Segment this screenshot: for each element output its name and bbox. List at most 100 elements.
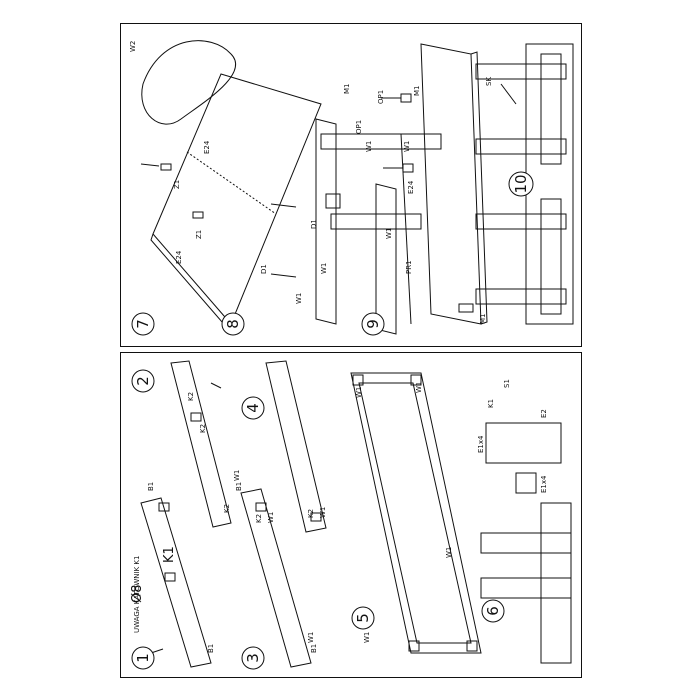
screw-step8-b: [270, 273, 297, 278]
label-e2: E2: [540, 409, 548, 418]
label-w1-a: W1: [320, 263, 328, 274]
frame-step10: [525, 43, 574, 325]
label-pr1: PR1: [405, 260, 413, 274]
label-w1-g: W1: [445, 547, 453, 558]
assembly-panel-steps-1-6: 1 2 3 4 5 6 UWAGA KĄTOWNIK K1 K1 Ø8 B1: [120, 352, 582, 678]
label-w1-b: W1: [267, 512, 275, 523]
joining-plate-1: [160, 163, 172, 171]
step-3-badge: 3: [241, 646, 265, 670]
label-w1-h: W1: [363, 632, 371, 643]
bracket-k2-step2: [190, 412, 202, 422]
step-3-number: 3: [244, 653, 262, 663]
step-5-badge: 5: [351, 606, 375, 630]
step-10-number: 10: [512, 174, 530, 193]
leveler-foot-2: [402, 163, 414, 173]
screw-step10: [500, 83, 517, 105]
tabletop-panel-step7: [152, 73, 322, 325]
screw-step7: [140, 163, 160, 167]
bracket-k1b-step1: [164, 572, 176, 582]
assembly-panel-steps-7-10: 7 8 9 10 W2 Z1 Z1 E24 E24 D1 D1 W1 W1 M1…: [120, 23, 582, 347]
step-1-number: 1: [134, 653, 152, 663]
label-e1x4-a: E1x4: [477, 435, 485, 453]
label-e24-b: E24: [175, 250, 183, 264]
label-e24-a: E24: [203, 140, 211, 154]
leg-step10-d: [475, 288, 567, 305]
step-6-number: 6: [484, 606, 502, 616]
step-9-badge: 9: [361, 312, 385, 336]
leg-step8-b: [375, 183, 397, 335]
corner-bracket-step8: [325, 193, 341, 209]
label-m1-c: M1: [479, 314, 487, 325]
rail-step8-a: [320, 133, 442, 150]
detail-cloud-outline: [141, 40, 237, 125]
rail-step2: [170, 360, 232, 528]
apron-step10-b: [540, 198, 562, 315]
label-k2-b: K2: [199, 424, 207, 433]
tabletop-edge-step7: [150, 233, 232, 331]
corner-step5-b: [410, 374, 422, 386]
leg-step8-a: [315, 118, 337, 325]
step-5-number: 5: [354, 613, 372, 623]
tabletop-joint-line: [186, 151, 277, 215]
corner-step5-c: [466, 640, 478, 652]
corner-step5-a: [352, 374, 364, 386]
step-2-badge: 2: [131, 369, 155, 393]
label-b1-d: B1: [310, 644, 318, 653]
label-m1-b: M1: [413, 86, 421, 97]
leg-step10-a: [475, 63, 567, 80]
leveler-step6: [515, 472, 537, 494]
step-10-badge: 10: [508, 171, 534, 197]
leg-step10-c: [475, 213, 567, 230]
bracket-k2-step3: [255, 502, 267, 512]
frame-inner-step5: [358, 382, 472, 644]
rail-step3: [240, 488, 312, 668]
leg-step6-b: [480, 577, 572, 599]
label-m1-a: M1: [343, 84, 351, 95]
leveler-foot-1: [400, 93, 412, 103]
label-k1-big: K1: [162, 546, 177, 563]
label-s1: S1: [503, 379, 511, 388]
label-e1x4-b: E1x4: [540, 475, 548, 493]
step-7-number: 7: [134, 319, 152, 329]
apron-step10-a: [540, 53, 562, 165]
screw-step8-a: [270, 203, 297, 208]
label-k2-e: K2: [307, 509, 315, 518]
label-sk: SK: [485, 77, 493, 86]
frame-step6: [540, 502, 572, 664]
rail-step4: [265, 360, 327, 533]
step-4-number: 4: [244, 403, 262, 413]
step-8-number: 8: [224, 319, 242, 329]
step-2-number: 2: [134, 376, 152, 386]
label-k2-a: K2: [187, 392, 195, 401]
label-w1-d: W1: [319, 507, 327, 518]
label-w2: W2: [129, 41, 137, 52]
rail-step8-b: [330, 213, 422, 230]
label-w1-a: W1: [233, 470, 241, 481]
step-4-badge: 4: [241, 396, 265, 420]
label-k1-c: K1: [487, 399, 495, 408]
label-d1-b: D1: [310, 219, 318, 229]
leg-step6-a: [480, 532, 572, 554]
label-z1-b: Z1: [195, 230, 203, 239]
label-w1-b: W1: [295, 293, 303, 304]
frame-step5: [350, 372, 482, 654]
label-e24-c: E24: [407, 180, 415, 194]
label-b1-c: B1: [235, 482, 243, 491]
corner-step5-d: [408, 640, 420, 652]
step-6-badge: 6: [481, 599, 505, 623]
bracket-k2-step4: [310, 512, 322, 522]
tabletop-edge-step9: [470, 51, 488, 325]
label-d1-a: D1: [260, 264, 268, 274]
step-7-badge: 7: [131, 312, 155, 336]
label-z1-a: Z1: [173, 180, 181, 189]
label-b1-a: B1: [147, 482, 155, 491]
leg-step10-b: [475, 138, 567, 155]
joining-plate-2: [192, 211, 204, 219]
steps-7-10-drawing: 7 8 9 10 W2 Z1 Z1 E24 E24 D1 D1 W1 W1 M1…: [129, 40, 574, 336]
label-k2-d: K2: [255, 514, 263, 523]
edge-plate-step9: [458, 303, 474, 313]
label-k2-c: K2: [223, 504, 231, 513]
label-w1-e: W1: [385, 228, 393, 239]
screw-step2: [210, 382, 222, 389]
label-w1-f: W1: [415, 382, 423, 393]
